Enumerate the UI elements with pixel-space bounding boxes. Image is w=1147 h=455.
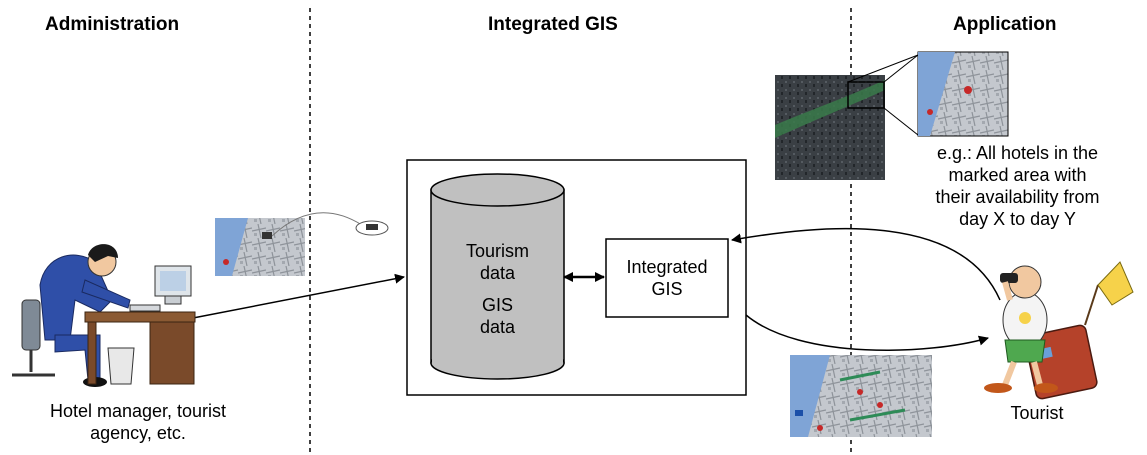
hotel-manager-caption-line-1: Hotel manager, tourist — [49, 401, 227, 421]
example-caption-line-4: day X to day Y — [959, 209, 1076, 229]
example-caption-line-2: marked area with — [948, 165, 1087, 185]
application-title: Application — [953, 14, 1057, 35]
gis-response-arrow — [745, 314, 989, 351]
tourist-illustration — [984, 261, 1134, 400]
database-cylinder — [430, 173, 565, 380]
example-caption: e.g.: All hotels in the marked area with… — [890, 142, 1145, 230]
integrated-gis-title: Integrated GIS — [488, 14, 618, 35]
hotel-manager-caption-line-2: agency, etc. — [90, 423, 186, 443]
update-map-image — [215, 212, 389, 276]
hotel-manager-caption: Hotel manager, tourist agency, etc. — [2, 400, 274, 444]
tourist-request-arrow — [731, 227, 1001, 301]
example-caption-line-3: their availability from — [935, 187, 1100, 207]
example-caption-line-1: e.g.: All hotels in the — [936, 143, 1099, 163]
zoomed-map-image — [917, 51, 1009, 137]
manager-to-gis-arrow — [192, 273, 405, 319]
database-line-1: Tourism — [465, 241, 529, 261]
gis-box-line-2: GIS — [651, 279, 683, 299]
database-line-4: data — [479, 317, 516, 337]
tourist-caption: Tourist — [1010, 403, 1064, 423]
administration-title: Administration — [45, 14, 180, 35]
database-line-2: data — [479, 263, 516, 283]
gis-box-line-1: Integrated — [626, 257, 708, 277]
database-line-3: GIS — [481, 295, 513, 315]
integrated-gis-box — [605, 238, 729, 318]
hotel-manager-illustration — [12, 244, 196, 387]
satellite-image — [775, 54, 919, 180]
database-label: Tourism data GIS data — [431, 240, 564, 338]
result-map-image — [790, 355, 932, 437]
gis-box-label: Integrated GIS — [606, 256, 728, 300]
